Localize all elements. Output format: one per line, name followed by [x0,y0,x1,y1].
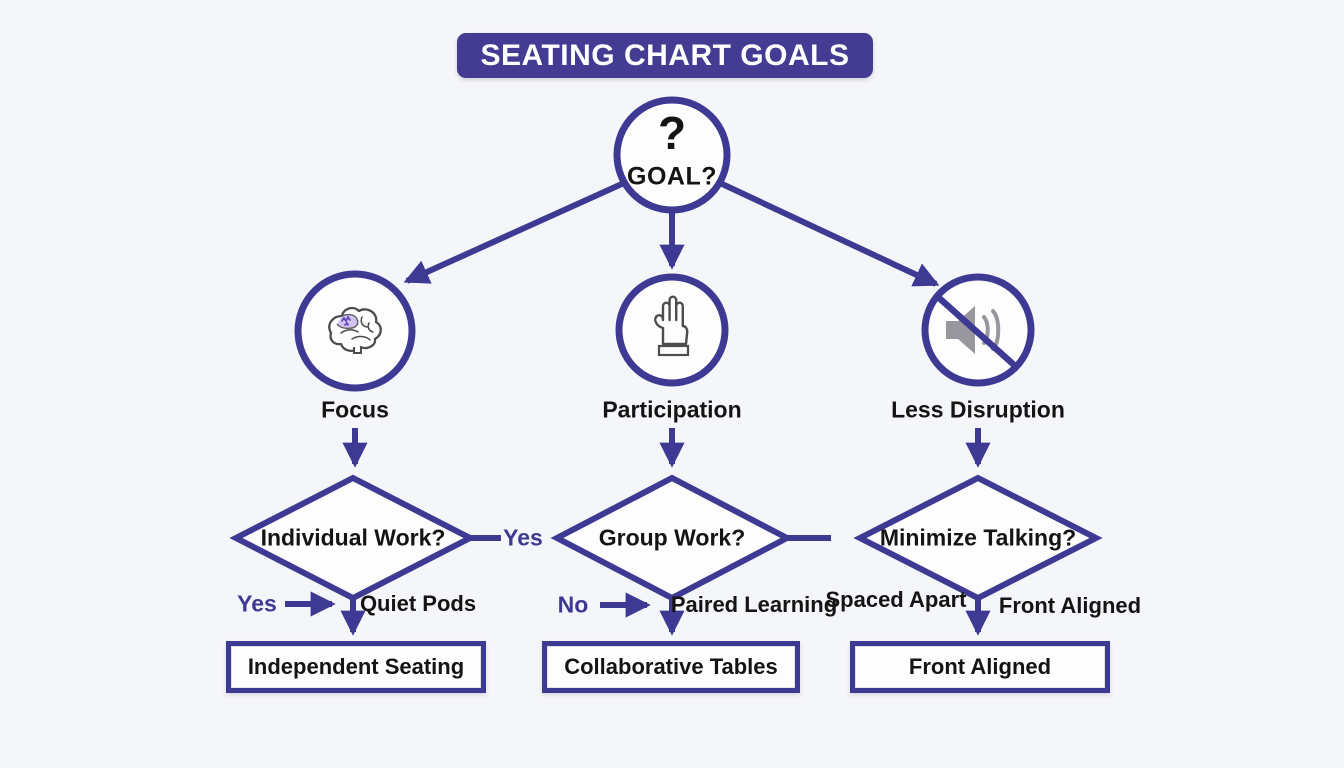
branch-label-focus: Focus [321,396,389,423]
diamond-minimize-talking [853,474,1103,602]
edge-goal-to-less-disruption [718,180,940,287]
outcome-label: Collaborative Tables [564,654,778,679]
muted-speaker-icon [934,293,1017,368]
outcome-box-independent-seating: Independent Seating [226,641,486,693]
page-title: SEATING CHART GOALS [457,33,873,78]
edge-label-quiet-pods: Quiet Pods [359,591,477,616]
brain-icon [328,306,382,354]
goal-node-circle [613,96,731,214]
edge-label-no: No [557,591,589,618]
goal-question-mark: ? [657,107,687,159]
question-group-work: Group Work? [598,524,746,551]
edge-label-paired-learning: Paired Learning [670,592,838,617]
edge-goal-to-focus [403,180,626,284]
edge-label-yes-right: Yes [503,524,543,551]
mute-slash [934,293,1017,368]
branch-label-less-disruption: Less Disruption [891,396,1065,423]
raised-hand-icon [654,295,690,357]
question-individual-work: Individual Work? [260,524,446,551]
outcome-label: Independent Seating [247,654,465,679]
outcome-box-front-aligned: Front Aligned [850,641,1110,693]
question-minimize-talking: Minimize Talking? [879,524,1077,551]
outcome-box-collaborative-tables: Collaborative Tables [542,641,800,693]
goal-label: GOAL? [627,162,717,191]
diamond-individual-work [229,474,477,602]
diamond-group-work [550,474,794,602]
branch-label-participation: Participation [602,396,742,423]
edge-label-yes-bottom: Yes [237,590,277,617]
outcome-label: Front Aligned [908,654,1052,679]
edge-label-spaced-apart: Spaced Apart [825,587,967,612]
edge-label-front-aligned: Front Aligned [998,593,1142,618]
